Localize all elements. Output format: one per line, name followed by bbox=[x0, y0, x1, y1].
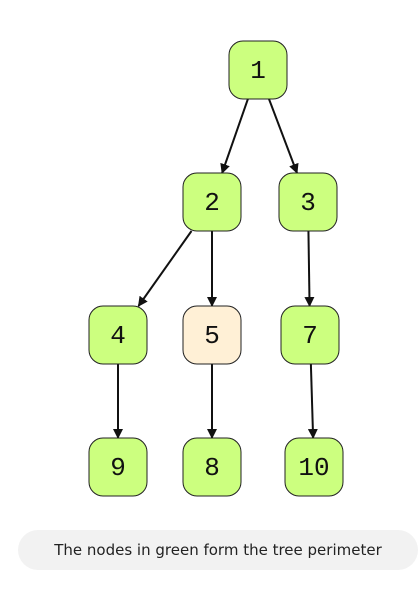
node-box-4 bbox=[88, 305, 148, 365]
node-label-3: 3 bbox=[300, 188, 316, 218]
node-label-10: 10 bbox=[298, 453, 329, 483]
node-box-9 bbox=[88, 437, 148, 497]
edges-layer bbox=[113, 98, 318, 439]
nodes-layer: 1 2 3 4 5 7 9 8 10 bbox=[88, 40, 344, 497]
tree-node-7: 7 bbox=[280, 305, 340, 365]
node-label-7: 7 bbox=[302, 321, 318, 351]
tree-node-4: 4 bbox=[88, 305, 148, 365]
node-box-3 bbox=[278, 172, 338, 232]
node-label-9: 9 bbox=[110, 453, 126, 483]
tree-node-3: 3 bbox=[278, 172, 338, 232]
node-box-10 bbox=[284, 437, 344, 497]
tree-node-9: 9 bbox=[88, 437, 148, 497]
node-label-8: 8 bbox=[204, 453, 220, 483]
caption-text: The nodes in green form the tree perimet… bbox=[54, 541, 382, 559]
node-label-1: 1 bbox=[250, 56, 266, 86]
caption-box: The nodes in green form the tree perimet… bbox=[18, 530, 418, 570]
node-box-8 bbox=[182, 437, 242, 497]
node-box-5 bbox=[182, 305, 242, 365]
tree-node-10: 10 bbox=[284, 437, 344, 497]
edge-7-10 bbox=[307, 363, 318, 439]
edge-1-3 bbox=[268, 98, 299, 174]
node-box-2 bbox=[182, 172, 242, 232]
tree-node-1: 1 bbox=[228, 40, 288, 100]
tree-node-2: 2 bbox=[182, 172, 242, 232]
tree-node-8: 8 bbox=[182, 437, 242, 497]
node-label-4: 4 bbox=[110, 321, 126, 351]
edge-2-4 bbox=[137, 230, 193, 307]
edge-1-2 bbox=[220, 98, 249, 174]
node-label-2: 2 bbox=[204, 188, 220, 218]
edge-3-7 bbox=[304, 230, 315, 307]
node-label-5: 5 bbox=[204, 321, 220, 351]
node-box-1 bbox=[228, 40, 288, 100]
node-box-7 bbox=[280, 305, 340, 365]
tree-node-5: 5 bbox=[182, 305, 242, 365]
